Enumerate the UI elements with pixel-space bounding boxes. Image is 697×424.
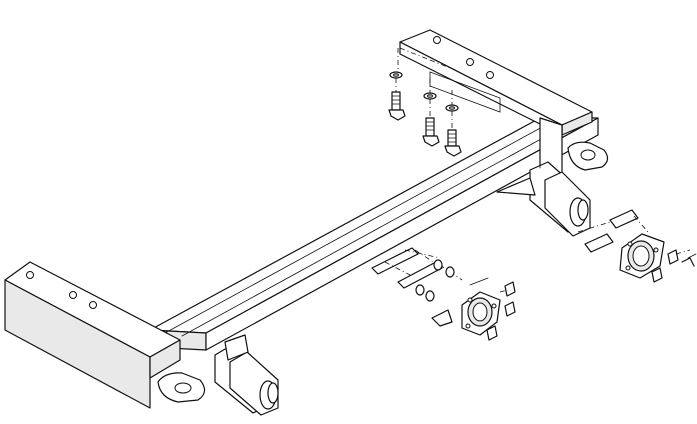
bracket-hole [69, 291, 77, 299]
pin-tube [397, 261, 443, 289]
left-mounting-bracket [4, 261, 181, 409]
main-crossbar [149, 117, 599, 351]
left-tow-tab [214, 334, 279, 416]
alignment-lines [384, 47, 541, 276]
left-safety-loop [157, 372, 206, 403]
mounting-bolt-3 [444, 90, 462, 157]
bracket-hole [486, 71, 494, 79]
right-safety-loop [567, 141, 609, 171]
bracket-hole [466, 58, 474, 66]
pin-tube [584, 233, 614, 253]
right-tow-tab [496, 161, 591, 237]
mounting-bolt-1 [388, 48, 406, 121]
bracket-hole [89, 301, 97, 309]
center-safety-cable-mount [371, 247, 516, 341]
mounting-bolt-2 [422, 78, 440, 147]
right-safety-cable-mount [577, 209, 697, 283]
pin-tube [371, 247, 419, 275]
bracket-hole [433, 36, 441, 44]
pin-tube [609, 209, 639, 229]
bracket-hole [26, 271, 34, 279]
